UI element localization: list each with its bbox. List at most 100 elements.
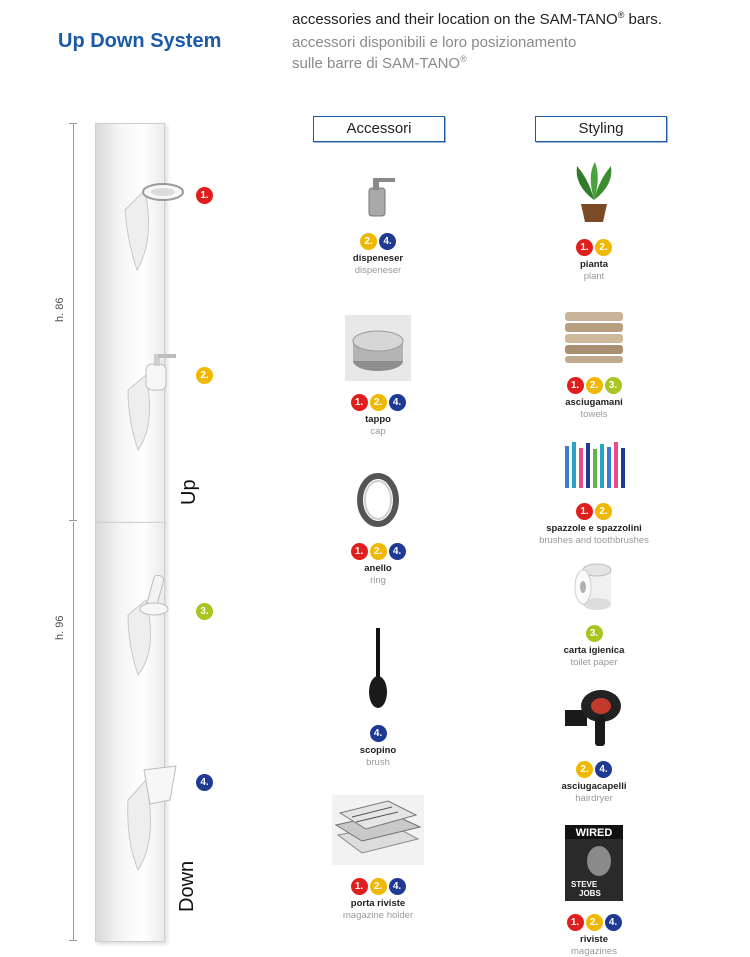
dispenser-holder-shape [127, 354, 176, 452]
position-badge: 1. [350, 543, 368, 560]
position-badge: 1. [566, 914, 584, 931]
position-badge: 3. [604, 377, 622, 394]
hairdryer-icon [565, 690, 621, 746]
position-badge: 4. [388, 394, 406, 411]
intro-italian-text: sulle barre di SAM-TANO [292, 55, 461, 72]
intro-english-end: bars. [624, 11, 662, 28]
styling-item-magazines: WIRED STEVE JOBS 1.2.4. riviste magazine… [509, 825, 679, 957]
item-translation: towels [580, 409, 608, 420]
item-name: carta igienica [563, 645, 625, 656]
position-badge: 1. [350, 394, 368, 411]
ring-holder-shape [124, 183, 184, 272]
item-translation: magazine holder [342, 910, 414, 921]
item-translation: brush [366, 757, 390, 768]
cover-headline-1: STEVE [571, 880, 598, 889]
item-name: pianta [580, 259, 608, 270]
item-name: tappo [365, 414, 391, 425]
position-badge: 4. [388, 543, 406, 560]
position-1-badge: 1. [196, 187, 213, 204]
position-badge: 4. [388, 878, 406, 895]
position-4-badge: 4. [196, 774, 213, 791]
soap-dispenser-icon [368, 178, 395, 217]
position-badge: 2. [595, 503, 612, 520]
intro-english-text: accessories and their location on the SA… [292, 11, 618, 28]
dimension-tick [69, 940, 77, 941]
styling-item-toilet-paper: 3. carta igienica toilet paper [509, 562, 679, 668]
position-badge: 4. [369, 725, 387, 742]
item-name: spazzole e spazzolini [546, 523, 642, 534]
item-name: scopino [359, 745, 397, 756]
accessories-column-header: Accessori [313, 116, 445, 142]
section-up-label: Up [178, 479, 200, 505]
position-badge: 2. [576, 761, 593, 778]
position-badge: 1. [576, 503, 593, 520]
dimension-tick [69, 520, 77, 521]
position-2-badge: 2. [196, 367, 213, 384]
item-translation: ring [370, 575, 386, 586]
accessory-item-magazine-holder: 1.2.4. porta riviste magazine holder [293, 795, 463, 921]
registered-mark: ® [617, 10, 625, 20]
cover-title: WIRED [576, 827, 613, 839]
styling-column-header: Styling [535, 116, 667, 142]
toilet-brush-icon [369, 628, 387, 708]
section-down-label: Down [176, 860, 198, 912]
upper-height-label: h. 86 [54, 297, 66, 322]
item-translation: dispeneser [354, 265, 402, 276]
styling-item-towels: 1.2.3. asciugamani towels [509, 308, 679, 420]
position-badge: 2. [360, 233, 377, 250]
item-translation: brushes and toothbrushes [539, 535, 649, 546]
position-badge: 2. [595, 239, 612, 256]
styling-item-plant: 1.2. pianta plant [509, 160, 679, 282]
toilet-paper-icon [574, 563, 612, 610]
accessory-item-cap: 1.2.4. tappo cap [293, 315, 463, 437]
position-badge: 3. [585, 625, 603, 642]
plant-icon [576, 162, 612, 222]
position-badge: 2. [369, 878, 387, 895]
registered-mark: ® [460, 54, 467, 64]
item-name: anello [364, 563, 392, 574]
item-name: riviste [580, 934, 608, 945]
position-badge: 1. [576, 239, 593, 256]
position-badge: 4. [604, 914, 622, 931]
item-name: porta riviste [350, 898, 406, 909]
item-translation: hairdryer [575, 793, 613, 804]
intro-italian-line2: sulle barre di SAM-TANO® [292, 54, 467, 72]
position-badge: 1. [350, 878, 368, 895]
position-badge: 4. [595, 761, 612, 778]
lower-dimension-line [73, 522, 74, 940]
cap-icon [345, 315, 411, 381]
magazine-stack-icon [332, 795, 424, 865]
position-badge: 2. [585, 914, 603, 931]
item-name: asciugamani [565, 397, 623, 408]
towels-icon [565, 312, 623, 363]
position-badge: 2. [585, 377, 603, 394]
dimension-tick [69, 123, 77, 124]
brush-holder-shape [127, 575, 169, 677]
item-translation: magazines [571, 946, 617, 957]
cover-headline-2: JOBS [579, 889, 601, 898]
accessory-item-brush: 4. scopino brush [293, 628, 463, 768]
item-translation: cap [370, 426, 386, 437]
intro-english: accessories and their location on the SA… [292, 10, 662, 28]
position-badge: 1. [566, 377, 584, 394]
upper-dimension-line [73, 123, 74, 520]
item-translation: toilet paper [570, 657, 618, 668]
accessory-item-ring: 1.2.4. anello ring [293, 470, 463, 586]
lower-height-label: h. 96 [54, 615, 66, 640]
position-badge: 4. [379, 233, 396, 250]
item-translation: plant [583, 271, 605, 282]
item-name: dispeneser [352, 253, 404, 264]
accessory-item-dispenser: 2.4. dispeneser dispeneser [293, 170, 463, 276]
ring-icon [357, 473, 399, 527]
position-3-badge: 3. [196, 603, 213, 620]
intro-italian-line1: accessori disponibili e loro posizioname… [292, 34, 577, 51]
styling-item-hairdryer: 2.4. asciugacapelli hairdryer [509, 686, 679, 804]
toothbrushes-icon [565, 442, 625, 488]
styling-item-toothbrushes: 1.2. spazzole e spazzolini brushes and t… [509, 440, 679, 546]
item-name: asciugacapelli [561, 781, 627, 792]
cap-holder-shape [127, 765, 177, 872]
brand-title: Up Down System [58, 30, 222, 52]
magazine-cover-icon: WIRED STEVE JOBS [565, 825, 623, 901]
position-badge: 2. [369, 394, 387, 411]
position-badge: 2. [369, 543, 387, 560]
